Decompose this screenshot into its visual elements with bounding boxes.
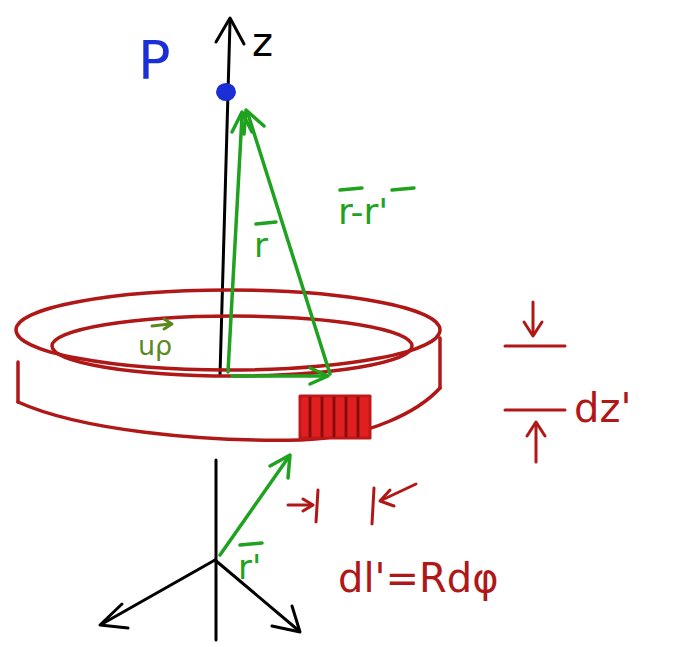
unit-vector-label: uρ <box>138 332 172 359</box>
vector-label: r' <box>238 550 261 584</box>
vector-label: r-r' <box>338 194 388 230</box>
vector-label: r <box>254 228 268 262</box>
formula-label: dl'=Rdφ <box>338 558 499 598</box>
axis-label: z <box>252 22 273 62</box>
dimension-label: dz' <box>574 388 631 428</box>
point-label: P <box>138 34 171 88</box>
